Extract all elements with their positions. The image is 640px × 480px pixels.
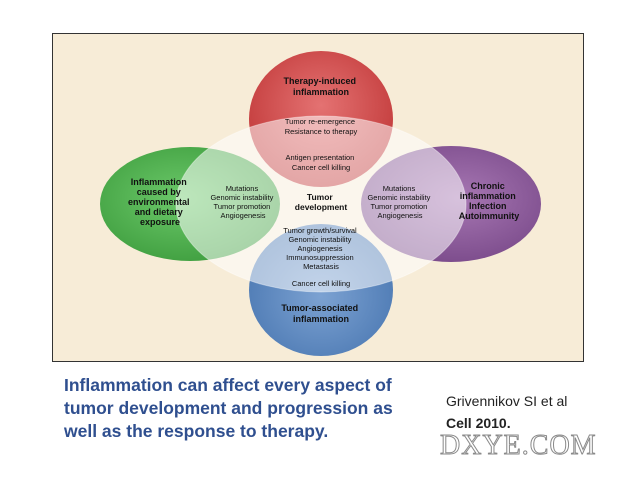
bottom-overlap-text: Tumor growth/survival Genomic instabilit…: [283, 226, 359, 271]
watermark-logo: DXYE.COM: [440, 430, 597, 462]
left-label: Inflammation caused by environmental and…: [128, 177, 192, 227]
venn-diagram: Therapy-induced inflammation Tumor re-em…: [100, 51, 541, 356]
citation-journal: Cell 2010.: [446, 415, 511, 431]
right-overlap-text: Mutations Genomic instability Tumor prom…: [367, 184, 432, 220]
citation: Grivennikov SI et al Cell 2010.: [446, 390, 567, 434]
bottom-inner-text: Cancer cell killing: [292, 279, 350, 288]
top-label: Therapy-induced inflammation: [283, 76, 358, 97]
caption: Inflammation can affect every aspect of …: [64, 374, 434, 443]
caption-line: Inflammation can affect every aspect of: [64, 375, 392, 395]
center-label: Tumor development: [295, 192, 348, 212]
top-overlap-text: Tumor re-emergence Resistance to therapy: [285, 117, 358, 136]
figure-panel: Therapy-induced inflammation Tumor re-em…: [52, 33, 584, 362]
bottom-label: Tumor-associated inflammation: [281, 303, 360, 324]
right-label: Chronic inflammation Infection Autoimmun…: [459, 181, 520, 221]
left-overlap-text: Mutations Genomic instability Tumor prom…: [210, 184, 275, 220]
top-inner-text: Antigen presentation Cancer cell killing: [286, 153, 357, 172]
citation-authors: Grivennikov SI et al: [446, 393, 568, 409]
center-ellipse: [175, 115, 467, 293]
caption-line: tumor development and progression as: [64, 398, 393, 418]
caption-line: well as the response to therapy.: [64, 421, 329, 441]
